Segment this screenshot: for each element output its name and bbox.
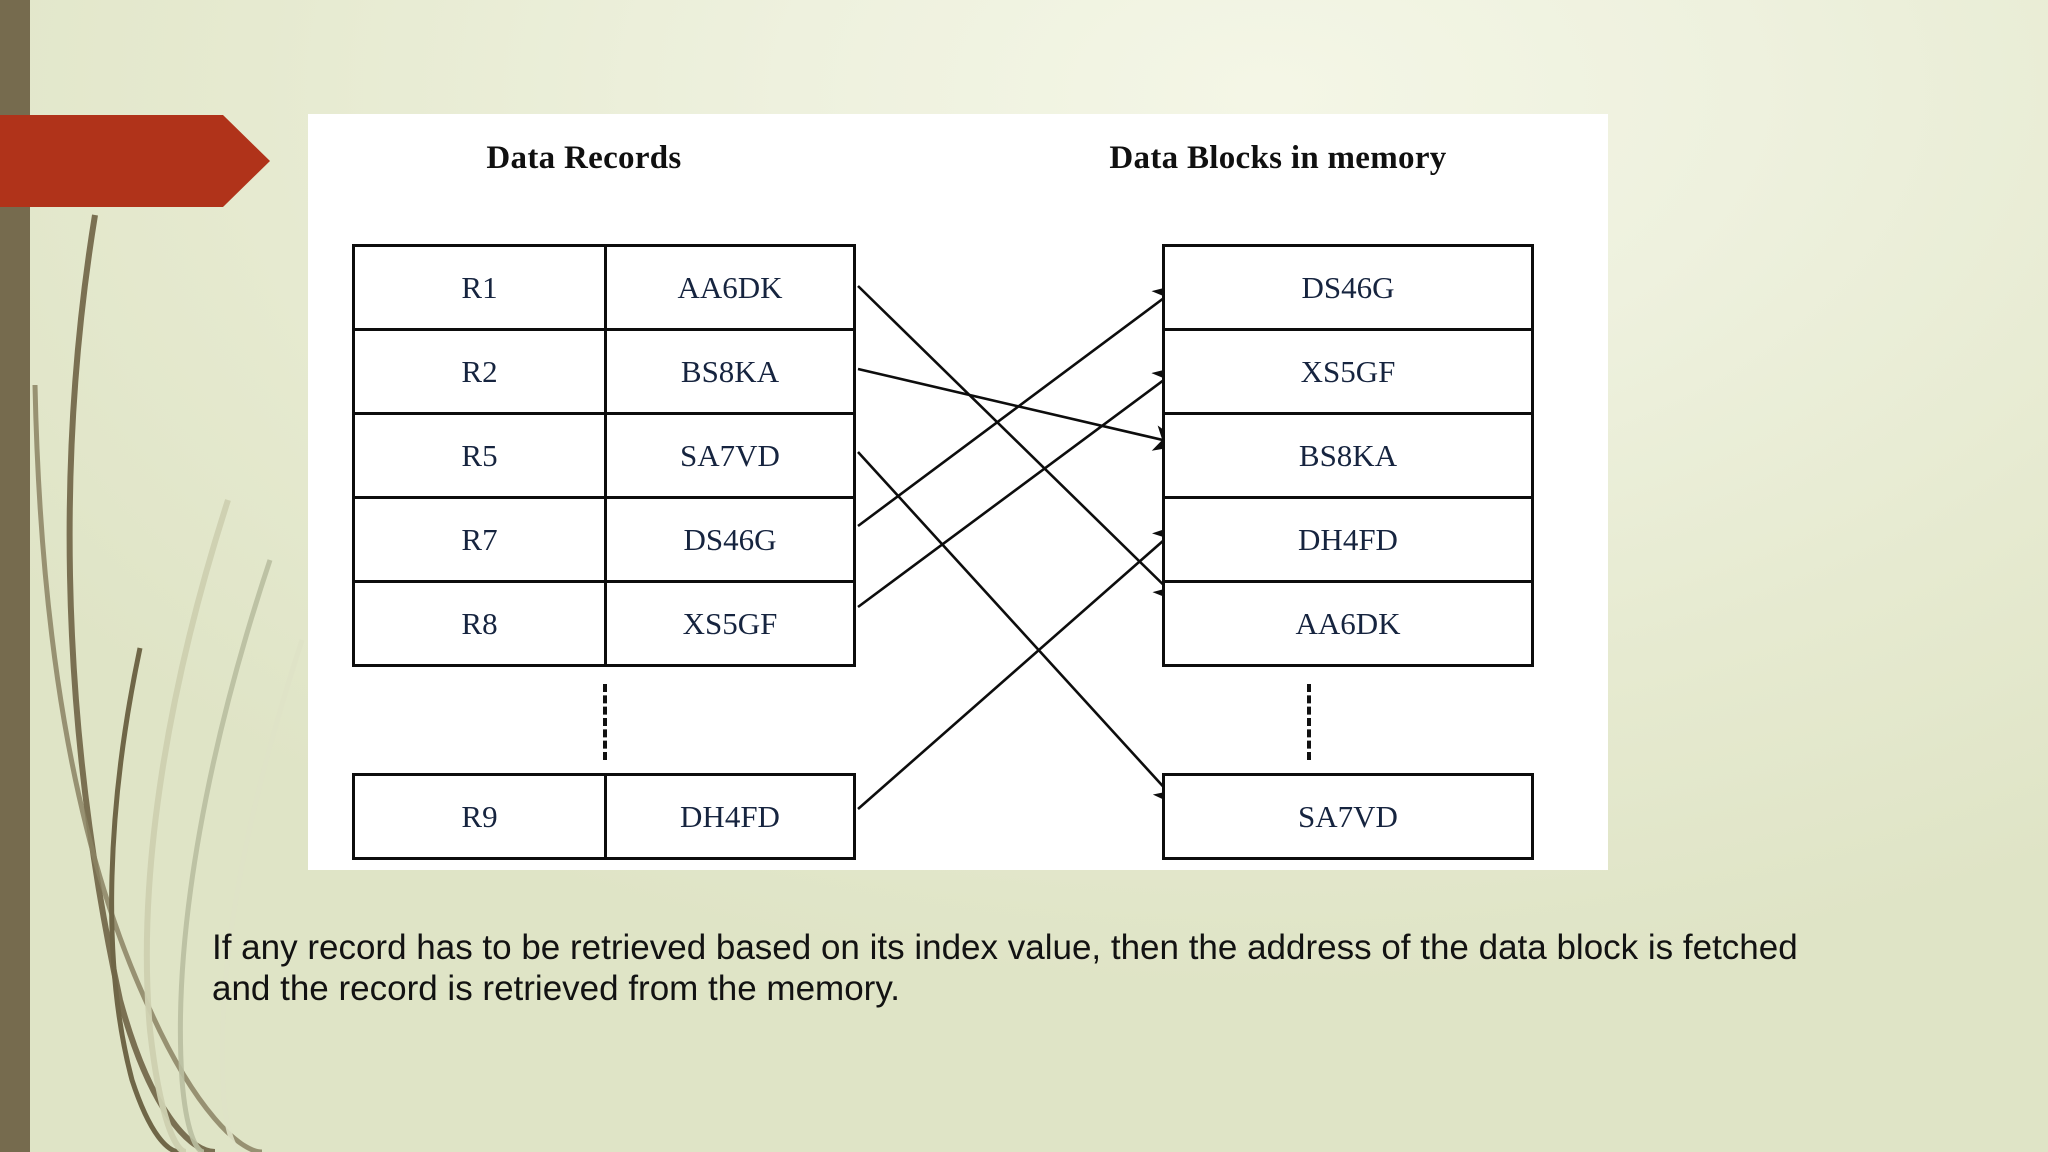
block-value: BS8KA xyxy=(1298,437,1398,473)
records-ellipsis-marker xyxy=(603,684,607,760)
record-value: BS8KA xyxy=(680,353,780,389)
record-key: R8 xyxy=(355,583,607,664)
block-value: DH4FD xyxy=(1298,521,1398,557)
red-arrow-banner xyxy=(0,115,270,207)
grass-decoration xyxy=(32,214,305,1152)
table-row: SA7VD xyxy=(1165,776,1531,857)
record-key: R1 xyxy=(355,247,607,328)
blocks-ellipsis-marker xyxy=(1307,684,1311,760)
block-value: DS46G xyxy=(1301,269,1395,305)
table-row: R2 BS8KA xyxy=(355,328,853,412)
table-row: DS46G xyxy=(1165,247,1531,328)
content-panel: Data Records Data Blocks in memory xyxy=(308,114,1608,870)
data-records-table: R1 AA6DK R2 BS8KA R5 SA7VD R7 DS46G R8 X… xyxy=(352,244,856,667)
record-key: R7 xyxy=(355,499,607,580)
record-value: DH4FD xyxy=(680,798,780,834)
data-records-title: Data Records xyxy=(486,140,682,176)
table-row: R5 SA7VD xyxy=(355,412,853,496)
data-records-tail-table: R9 DH4FD xyxy=(352,773,856,860)
table-row: AA6DK xyxy=(1165,580,1531,664)
record-key: R2 xyxy=(355,331,607,412)
table-row: R8 XS5GF xyxy=(355,580,853,664)
data-blocks-tail-table: SA7VD xyxy=(1162,773,1534,860)
record-key: R9 xyxy=(355,776,607,857)
table-row: R7 DS46G xyxy=(355,496,853,580)
record-value: DS46G xyxy=(683,521,777,557)
table-row: R1 AA6DK xyxy=(355,247,853,328)
table-row: DH4FD xyxy=(1165,496,1531,580)
block-value: SA7VD xyxy=(1298,798,1398,834)
table-row: BS8KA xyxy=(1165,412,1531,496)
table-row: R9 DH4FD xyxy=(355,776,853,857)
data-blocks-title: Data Blocks in memory xyxy=(1109,140,1447,176)
mapping-arrows xyxy=(857,282,1186,810)
table-row: XS5GF xyxy=(1165,328,1531,412)
record-value: AA6DK xyxy=(677,269,783,305)
data-blocks-table: DS46G XS5GF BS8KA DH4FD AA6DK xyxy=(1162,244,1534,667)
record-value: XS5GF xyxy=(682,605,778,641)
record-key: R5 xyxy=(355,415,607,496)
block-value: XS5GF xyxy=(1300,353,1396,389)
record-value: SA7VD xyxy=(680,437,780,473)
slide-caption: If any record has to be retrieved based … xyxy=(212,928,1798,1008)
block-value: AA6DK xyxy=(1295,605,1401,641)
